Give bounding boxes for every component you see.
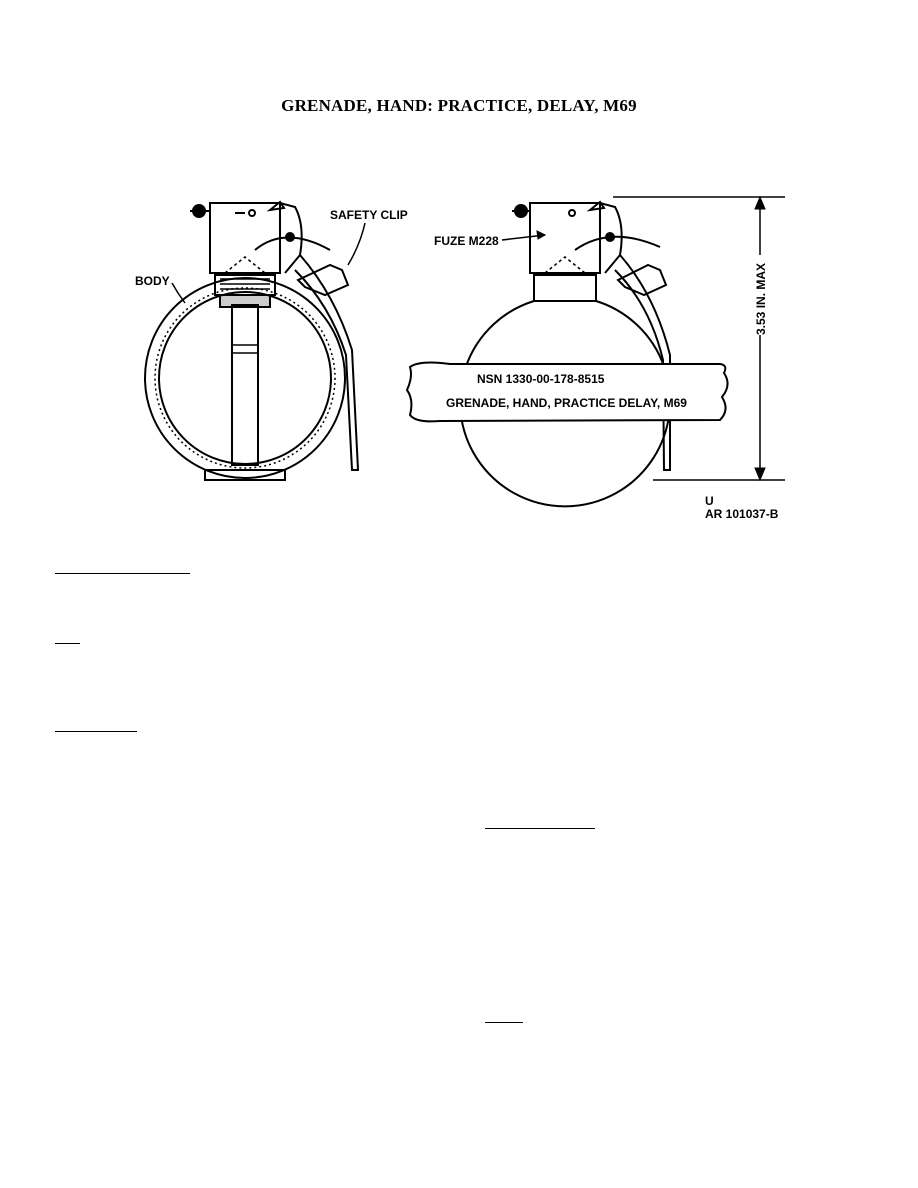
section-rule	[55, 643, 80, 644]
left-safety-clip	[296, 263, 350, 297]
section-rule	[485, 828, 595, 829]
left-delay-tube	[231, 304, 259, 466]
dimension-label: 3.53 IN. MAX	[754, 263, 768, 335]
figure-id: AR 101037-B	[705, 507, 779, 521]
left-grenade-cutaway	[144, 200, 366, 481]
right-nsn-banner	[405, 361, 729, 423]
fuze-label: FUZE M228	[434, 234, 499, 248]
right-safety-clip	[616, 263, 668, 297]
banner-nsn-text: NSN 1330-00-178-8515	[477, 372, 605, 386]
grenade-drawing: BODY SAFETY CLIP FUZE M228 NSN 1330-00-1…	[135, 195, 785, 521]
body-label: BODY	[135, 274, 170, 288]
left-safety-lever	[294, 254, 360, 471]
right-safety-lever	[614, 254, 671, 471]
right-grenade-exterior	[405, 195, 785, 508]
left-body-shell-outer	[144, 277, 346, 479]
section-rule	[55, 731, 137, 732]
section-rule	[55, 573, 190, 574]
safety-clip-label: SAFETY CLIP	[330, 208, 408, 222]
page-title: GRENADE, HAND: PRACTICE, DELAY, M69	[281, 96, 637, 115]
classification-mark: U	[705, 494, 714, 508]
banner-item-text: GRENADE, HAND, PRACTICE DELAY, M69	[446, 396, 687, 410]
section-rule	[485, 1022, 523, 1023]
grenade-figure: BODY SAFETY CLIP FUZE M228 NSN 1330-00-1…	[120, 185, 820, 535]
